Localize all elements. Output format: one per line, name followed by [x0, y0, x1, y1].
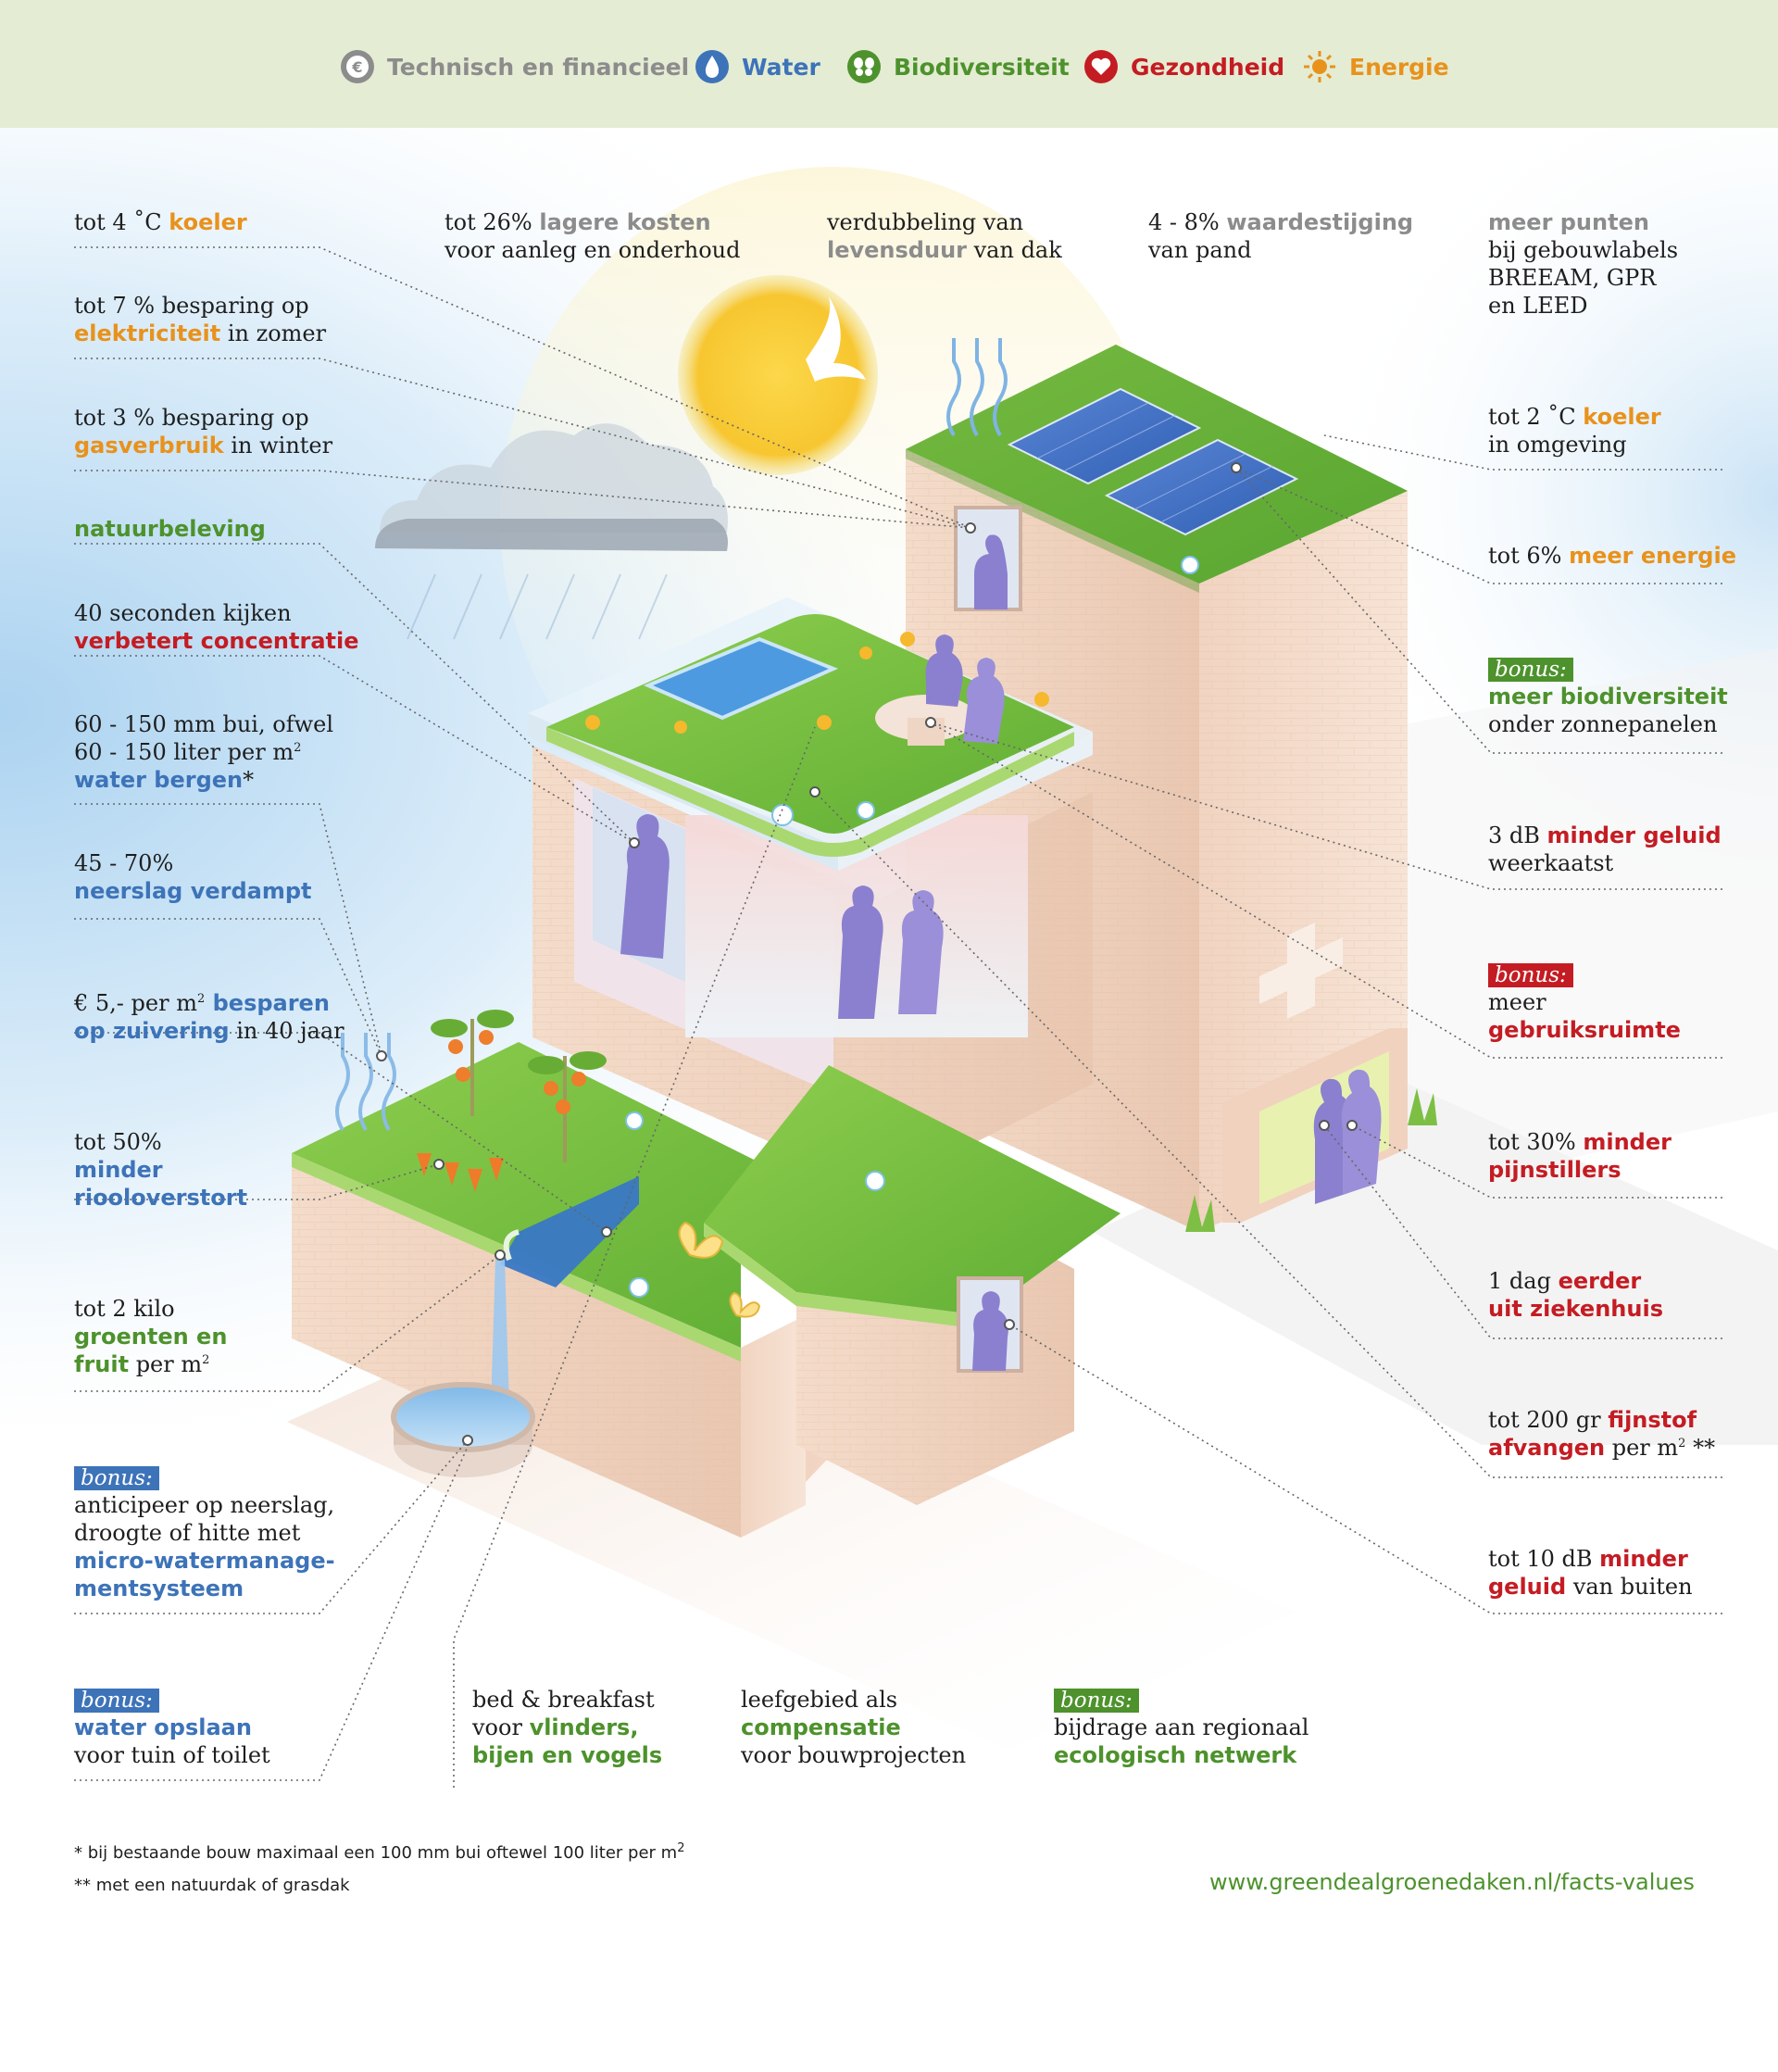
svg-text:€: € [351, 58, 362, 76]
label-zuivering: € 5,- per m2 besparen op zuivering in 40… [74, 990, 344, 1044]
label-waardestijging: 4 - 8% waardestijging van pand [1148, 209, 1414, 263]
bonus-badge: bonus: [74, 1689, 159, 1713]
label-bed-and-breakfast: bed & breakfast voor vlinders, bijen en … [472, 1687, 663, 1768]
label-koeler-omgeving: tot 2 ˚C koeler in omgeving [1488, 404, 1661, 458]
label-lagere-kosten: tot 26% lagere kosten voor aanleg en ond… [444, 209, 741, 263]
label-ecologisch-netwerk: bonus: bijdrage aan regionaal ecologisch… [1054, 1689, 1309, 1768]
label-ziekenhuis: 1 dag eerder uit ziekenhuis [1488, 1268, 1663, 1322]
label-10db-geluid: tot 10 dB minder geluid van buiten [1488, 1546, 1693, 1600]
label-meer-punten: meer punten bij gebouwlabels BREEAM, GPR… [1488, 209, 1679, 319]
legend-item-energy: Energie [1301, 46, 1449, 87]
label-water-opslaan: bonus: water opslaan voor tuin of toilet [74, 1689, 270, 1768]
label-gasverbruik: tot 3 % besparing op gasverbruik in wint… [74, 405, 333, 458]
label-compensatie: leefgebied als compensatie voor bouwproj… [741, 1687, 967, 1768]
bonus-badge: bonus: [1054, 1689, 1139, 1713]
label-pijnstillers: tot 30% minder pijnstillers [1488, 1129, 1672, 1183]
bonus-badge: bonus: [1488, 963, 1573, 987]
water-drop-icon [695, 50, 729, 83]
label-riooloverstort: tot 50% minder riooloverstort [74, 1129, 248, 1211]
legend-bar: € Technisch en financieel Water Biodiver… [0, 0, 1778, 128]
sun-icon [1304, 51, 1335, 82]
bonus-badge: bonus: [74, 1466, 159, 1490]
source-url-link[interactable]: www.greendealgroenedaken.nl/facts-values [1209, 1869, 1695, 1895]
label-natuurbeleving: natuurbeleving [74, 516, 266, 542]
label-fijnstof: tot 200 gr fijnstof afvangen per m2 ** [1488, 1407, 1716, 1461]
label-concentratie: 40 seconden kijken verbetert concentrati… [74, 600, 359, 654]
heart-icon [1084, 50, 1118, 83]
label-micro-watermanagement: bonus: anticipeer op neerslag, droogte o… [74, 1466, 335, 1601]
label-gebruiksruimte: bonus: meer gebruiksruimte [1488, 963, 1681, 1043]
label-meer-energie: tot 6% meer energie [1488, 543, 1736, 569]
label-biodiversiteit-zonnepanelen: bonus: meer biodiversiteit onder zonnepa… [1488, 658, 1728, 737]
label-elektriciteit: tot 7 % besparing op elektriciteit in zo… [74, 293, 327, 346]
label-koeler: tot 4 ˚C koeler [74, 209, 247, 235]
legend-item-bio: Biodiversiteit [845, 46, 1070, 87]
label-3db-geluid: 3 dB minder geluid weerkaatst [1488, 823, 1722, 876]
legend-item-water: Water [694, 46, 820, 87]
bonus-badge: bonus: [1488, 658, 1573, 682]
euro-icon: € [341, 50, 374, 83]
footnote-2: ** met een natuurdak of grasdak [74, 1876, 350, 1895]
butterfly-icon [847, 50, 881, 83]
legend-item-health: Gezondheid [1083, 46, 1284, 87]
label-neerslag-verdampt: 45 - 70% neerslag verdampt [74, 850, 312, 904]
legend-item-tech: € Technisch en financieel [339, 46, 689, 87]
label-levensduur: verdubbeling van levensduur van dak [827, 209, 1062, 263]
label-water-bergen: 60 - 150 mm bui, ofwel 60 - 150 liter pe… [74, 711, 333, 793]
footnote-1: * bij bestaande bouw maximaal een 100 mm… [74, 1841, 685, 1863]
label-groenten-fruit: tot 2 kilo groenten en fruit per m2 [74, 1296, 228, 1377]
